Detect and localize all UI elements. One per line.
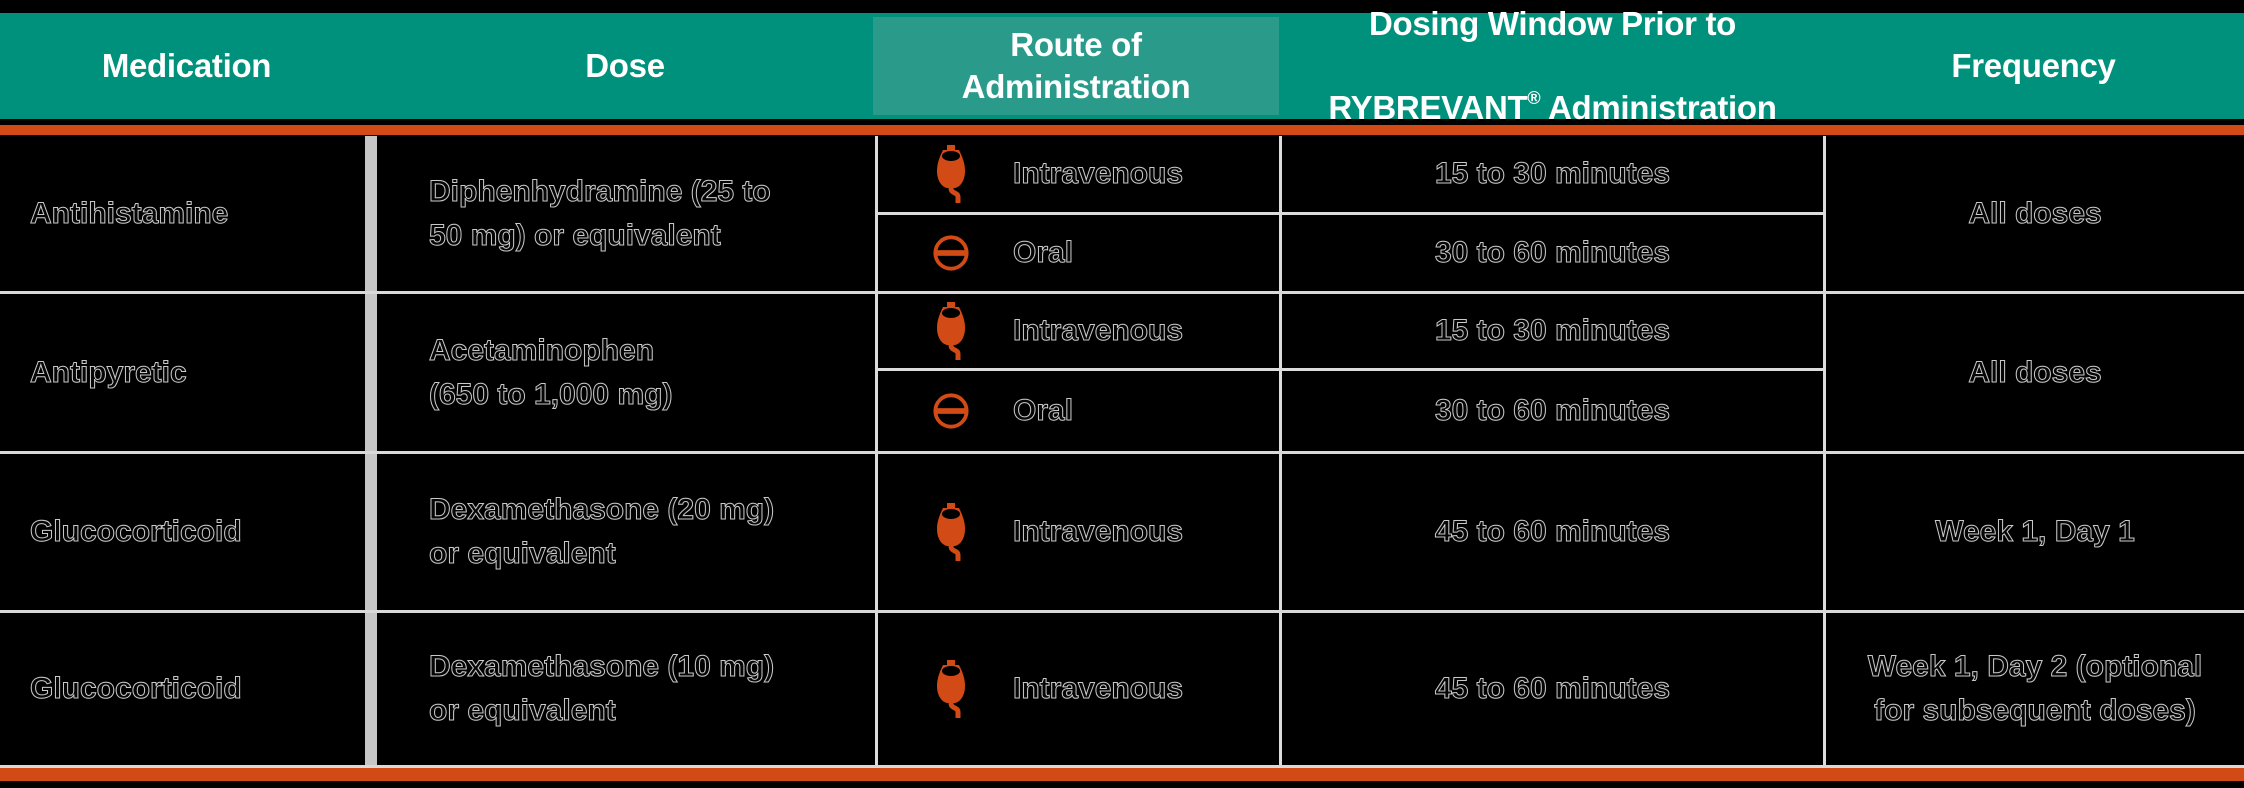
medication-cell: Glucocorticoid xyxy=(30,515,243,549)
dosing-window-cell: 45 to 60 minutes xyxy=(1434,515,1671,549)
header-cell-route: Route of Administration xyxy=(873,17,1279,115)
frequency-cell: All doses xyxy=(1968,196,2102,230)
bottom-orange-rule xyxy=(0,768,2244,781)
header-cell-dosing-window: Dosing Window Prior to RYBREVANT® Admini… xyxy=(1282,5,1823,126)
route-cell: Intravenous xyxy=(877,454,1279,610)
dosing-window-cell: 45 to 60 minutes xyxy=(1434,672,1671,706)
header-cell-medication: Medication xyxy=(0,13,373,119)
row-divider-1 xyxy=(0,291,2244,294)
row-divider-3 xyxy=(0,610,2244,613)
top-orange-rule xyxy=(0,125,2244,135)
medication-cell: Antipyretic xyxy=(30,355,188,389)
window-frequency-separator xyxy=(1823,136,1826,765)
subrow-divider-antihistamine xyxy=(877,212,1823,215)
dosing-window-cell: 15 to 30 minutes xyxy=(1434,157,1671,191)
route-label: Oral xyxy=(1012,236,1074,270)
header-label-dosing-window: Dosing Window Prior to RYBREVANT® Admini… xyxy=(1328,5,1777,126)
route-label: Intravenous xyxy=(1012,515,1184,549)
bottom-divider xyxy=(0,765,2244,768)
brand-name: RYBREVANT xyxy=(1328,89,1528,126)
route-label: Intravenous xyxy=(1012,157,1184,191)
route-cell: Oral xyxy=(877,371,1279,451)
header-label-dose: Dose xyxy=(585,47,665,84)
route-label: Intravenous xyxy=(1012,314,1184,348)
medication-cell: Antihistamine xyxy=(30,196,229,230)
route-cell: Oral xyxy=(877,215,1279,291)
dose-route-separator xyxy=(875,136,878,765)
dosing-window-cell: 15 to 30 minutes xyxy=(1434,314,1671,348)
header-cell-dose: Dose xyxy=(377,13,873,119)
route-label: Oral xyxy=(1012,394,1074,428)
route-cell: Intravenous xyxy=(877,613,1279,765)
iv-bag-icon xyxy=(931,302,971,360)
dose-cell: Dexamethasone (10 mg) or equivalent xyxy=(429,650,775,728)
dose-cell: Acetaminophen (650 to 1,000 mg) xyxy=(429,333,673,411)
medication-cell: Glucocorticoid xyxy=(30,672,243,706)
iv-bag-icon xyxy=(931,503,971,561)
frequency-cell: All doses xyxy=(1968,355,2102,389)
row-divider-2 xyxy=(0,451,2244,454)
dose-cell: Diphenhydramine (25 to 50 mg) or equival… xyxy=(429,174,772,252)
header-label-route: Route of Administration xyxy=(961,26,1191,105)
dose-cell: Dexamethasone (20 mg) or equivalent xyxy=(429,493,775,571)
iv-bag-icon xyxy=(931,660,971,718)
oral-tablet-icon xyxy=(931,234,971,272)
frequency-cell: Week 1, Day 2 (optional for subsequent d… xyxy=(1867,650,2203,728)
header-label-medication: Medication xyxy=(101,47,272,84)
route-label: Intravenous xyxy=(1012,672,1184,706)
subrow-divider-antipyretic xyxy=(877,368,1823,371)
route-cell: Intravenous xyxy=(877,294,1279,368)
registered-mark: ® xyxy=(1527,88,1541,108)
header-cell-frequency: Frequency xyxy=(1823,13,2244,119)
oral-tablet-icon xyxy=(931,392,971,430)
dosing-window-cell: 30 to 60 minutes xyxy=(1434,394,1671,428)
header-label-frequency: Frequency xyxy=(1951,47,2116,84)
frequency-cell: Week 1, Day 1 xyxy=(1935,515,2136,549)
iv-bag-icon xyxy=(931,145,971,203)
route-window-separator xyxy=(1279,136,1282,765)
route-cell: Intravenous xyxy=(877,136,1279,212)
dosing-window-cell: 30 to 60 minutes xyxy=(1434,236,1671,270)
